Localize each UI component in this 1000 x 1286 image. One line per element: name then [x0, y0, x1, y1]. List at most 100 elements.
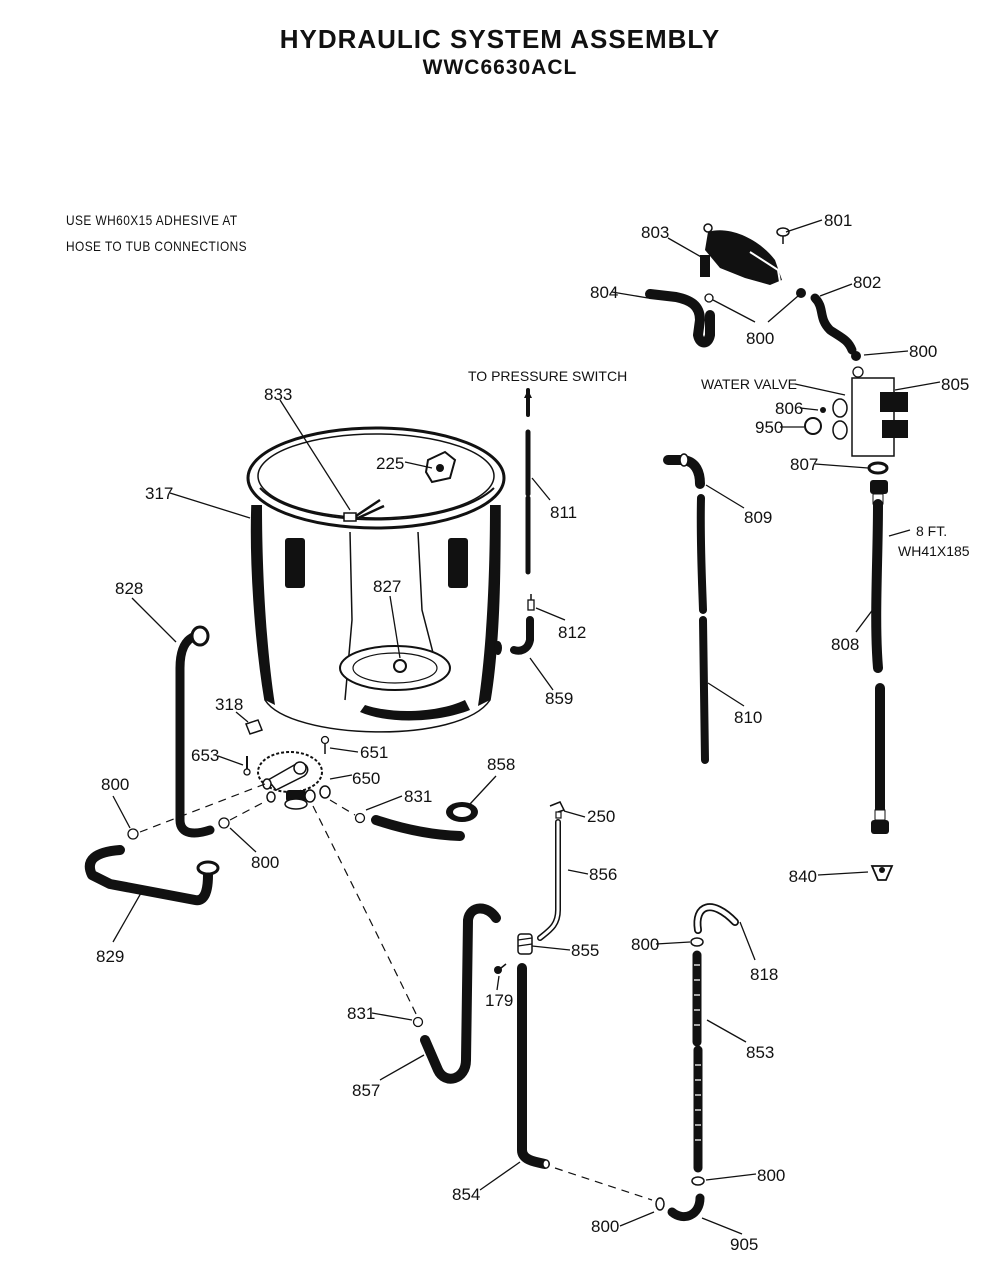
part-905-elbow: [667, 1193, 705, 1221]
part-800-clamp-left: [127, 828, 139, 840]
callout-653: 653: [191, 746, 219, 765]
part-318-nut: [245, 719, 263, 735]
callout-803: 803: [641, 223, 669, 242]
connector-dash-5: [554, 1167, 653, 1201]
hose-part-label: WH41X185: [898, 543, 970, 559]
part-810-hose-upper: [696, 494, 707, 614]
callout-809: 809: [744, 508, 772, 527]
part-858-grommet: [446, 802, 478, 822]
callout-802: 802: [853, 273, 881, 292]
part-651-screw: [320, 735, 330, 754]
diagram-title: HYDRAULIC SYSTEM ASSEMBLY: [279, 24, 721, 54]
part-800-valve-clamp: [851, 351, 861, 361]
callout-808: 808: [831, 635, 859, 654]
part-829-hose: [84, 845, 213, 906]
callout-800-top: 800: [746, 329, 774, 348]
callout-833: 833: [264, 385, 292, 404]
part-833-harness: [343, 498, 385, 522]
callout-800-818: 800: [631, 935, 659, 954]
part-800-clamp-top: [704, 293, 714, 303]
callout-318: 318: [215, 695, 243, 714]
part-800-clamp-818: [690, 937, 704, 947]
callout-805: 805: [941, 375, 969, 394]
part-840-washer: [870, 865, 894, 881]
callout-858: 858: [487, 755, 515, 774]
part-858-hose: [371, 815, 465, 841]
part-653-screw: [243, 756, 251, 776]
callout-651: 651: [360, 743, 388, 762]
callout-810: 810: [734, 708, 762, 727]
callout-800-mid: 800: [251, 853, 279, 872]
part-802-hose: [810, 293, 857, 355]
callout-831-lower: 831: [347, 1004, 375, 1023]
callout-800-bottom-left: 800: [591, 1217, 619, 1236]
part-808-fill-hose: [870, 480, 889, 834]
part-828-hose: [175, 631, 215, 838]
part-950-cap: [804, 417, 822, 435]
callout-829: 829: [96, 947, 124, 966]
callout-831-upper: 831: [404, 787, 432, 806]
part-807-washer: [867, 461, 889, 475]
part-829-grommet: [196, 860, 220, 876]
part-859-elbow: [510, 616, 534, 655]
callout-827: 827: [373, 577, 401, 596]
callout-950: 950: [755, 418, 783, 437]
callout-179: 179: [485, 991, 513, 1010]
part-854-hose: [517, 963, 550, 1169]
callout-250: 250: [587, 807, 615, 826]
part-800-clamp-bottom-left: [655, 1197, 665, 1211]
part-806-screen: [820, 407, 826, 413]
pressure-switch-label: TO PRESSURE SWITCH: [468, 368, 627, 384]
callout-828: 828: [115, 579, 143, 598]
callout-855: 855: [571, 941, 599, 960]
adhesive-note-line1: USE WH60X15 ADHESIVE AT: [66, 212, 238, 228]
leader-lines: [112, 219, 941, 1235]
part-225-bracket: [424, 450, 457, 484]
callout-800-left: 800: [101, 775, 129, 794]
callout-804: 804: [590, 283, 618, 302]
part-827-screw: [393, 659, 407, 673]
part-250-elbow: [549, 801, 566, 819]
part-804-hose: [645, 289, 715, 348]
callout-859: 859: [545, 689, 573, 708]
water-valve-label: WATER VALVE: [701, 376, 797, 392]
callout-853: 853: [746, 1043, 774, 1062]
part-800-clamp-mid: [218, 817, 230, 829]
callout-801: 801: [824, 211, 852, 230]
callout-818: 818: [750, 965, 778, 984]
adhesive-note-line2: HOSE TO TUB CONNECTIONS: [66, 238, 248, 254]
hose-length-label: 8 FT.: [916, 523, 947, 539]
part-831-clamp-upper: [354, 812, 366, 824]
callout-812: 812: [558, 623, 586, 642]
connector-dash-3: [329, 799, 356, 816]
callout-840: 840: [789, 867, 817, 886]
callout-800-bottom-right: 800: [757, 1166, 785, 1185]
callout-800-valve: 800: [909, 342, 937, 361]
part-800-clamp-bottom-right: [691, 1176, 705, 1186]
part-812-fitting: [527, 594, 535, 611]
outer-tub-317: [246, 426, 506, 733]
model-number: WWC6630ACL: [422, 56, 578, 79]
callout-856: 856: [589, 865, 617, 884]
part-853-hose: [692, 950, 703, 1173]
callout-857: 857: [352, 1081, 380, 1100]
part-855-fitting: [517, 933, 533, 955]
part-831-clamp-lower: [412, 1016, 424, 1028]
connector-dash-1: [139, 783, 266, 833]
callout-807: 807: [790, 455, 818, 474]
part-801-screw: [776, 227, 790, 244]
callout-225: 225: [376, 454, 404, 473]
connector-dash-4: [312, 805, 419, 1019]
part-179-screw: [494, 963, 507, 974]
callout-650: 650: [352, 769, 380, 788]
part-810-hose-lower: [699, 616, 709, 764]
connector-dash-2: [229, 799, 269, 821]
callout-854: 854: [452, 1185, 480, 1204]
callout-811: 811: [550, 503, 577, 522]
arrow-up-icon: [524, 390, 532, 398]
part-800-clamp-top-right: [796, 288, 806, 298]
part-857-hose: [420, 903, 501, 1084]
callout-806: 806: [775, 399, 803, 418]
part-828-grommet: [190, 625, 210, 647]
callout-905: 905: [730, 1235, 758, 1254]
